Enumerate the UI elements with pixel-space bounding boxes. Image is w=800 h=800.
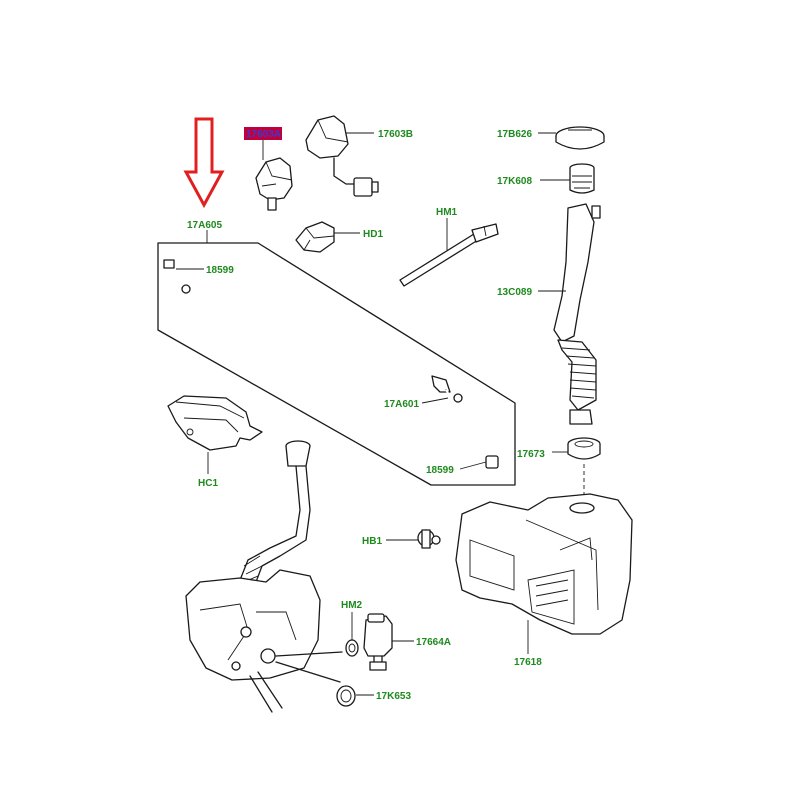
- label-13c089: 13C089: [497, 287, 532, 298]
- washer-jet-17603b[interactable]: [305, 115, 379, 197]
- label-17a601: 17A601: [384, 399, 419, 410]
- highlight-box: [244, 127, 282, 140]
- grommet-17k653[interactable]: [336, 685, 356, 707]
- label-17673: 17673: [517, 449, 545, 460]
- label-18599-bottom: 18599: [426, 465, 454, 476]
- label-hb1: HB1: [362, 536, 382, 547]
- washer-jet-17603a[interactable]: [255, 157, 293, 211]
- hose-17a605[interactable]: [163, 259, 499, 469]
- label-17k608: 17K608: [497, 176, 532, 187]
- label-hm2: HM2: [341, 600, 363, 611]
- bracket-hc1[interactable]: [167, 395, 263, 451]
- label-hc1: HC1: [198, 478, 218, 489]
- pump-17664a[interactable]: [363, 613, 393, 671]
- lower-reservoir[interactable]: [185, 440, 343, 713]
- label-17664a: 17664A: [416, 637, 451, 648]
- filter-17k608[interactable]: [569, 163, 595, 194]
- label-17603a: 17603A: [246, 129, 281, 140]
- label-18599-top: 18599: [206, 265, 234, 276]
- label-hd1: HD1: [363, 229, 383, 240]
- down-arrow-icon: [183, 117, 225, 209]
- label-hm1: HM1: [436, 207, 458, 218]
- grommet-17673[interactable]: [567, 437, 601, 460]
- label-17a605: 17A605: [187, 220, 222, 231]
- reservoir-17618[interactable]: [455, 493, 633, 635]
- seal-hm2[interactable]: [345, 639, 359, 657]
- filler-neck-13c089[interactable]: [553, 203, 601, 425]
- label-17618: 17618: [514, 657, 542, 668]
- hose-assembly-frame: [157, 242, 516, 486]
- label-17b626: 17B626: [497, 129, 532, 140]
- clip-hb1[interactable]: [417, 529, 441, 549]
- cable-tie-hm1[interactable]: [399, 223, 499, 287]
- clip-hd1[interactable]: [295, 221, 335, 253]
- label-17k653: 17K653: [376, 691, 411, 702]
- filler-cap-17b626[interactable]: [555, 126, 605, 150]
- label-17603b: 17603B: [378, 129, 413, 140]
